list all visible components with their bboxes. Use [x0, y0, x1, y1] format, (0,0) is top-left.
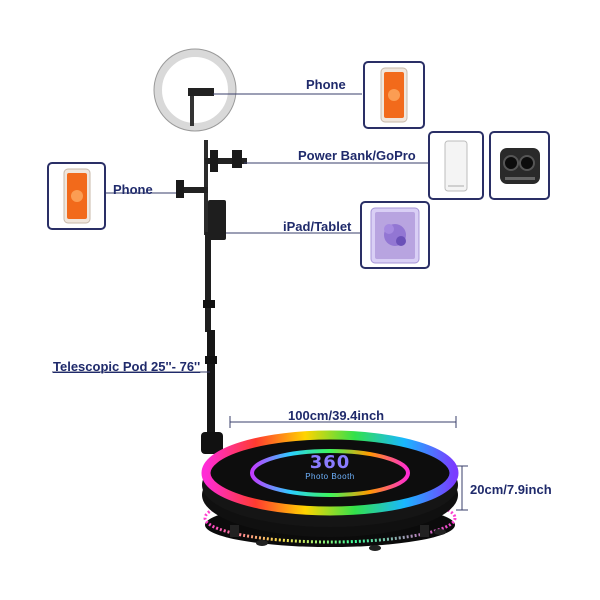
telescopic-pod-label: Telescopic Pod 25''- 76''	[53, 359, 201, 374]
phone-label-left: Phone	[113, 182, 153, 197]
power-bank-box	[428, 131, 484, 200]
phone-label-top: Phone	[306, 77, 346, 92]
gopro-box	[489, 131, 550, 200]
power-bank-gopro-label: Power Bank/GoPro	[298, 148, 416, 163]
ring-light	[153, 48, 237, 132]
ipad-tablet-label: iPad/Tablet	[283, 219, 352, 234]
logo-number: 360	[309, 452, 351, 473]
logo-caption: Photo Booth	[305, 472, 355, 481]
phone-icon-left	[63, 168, 91, 224]
phone-box-top	[363, 61, 425, 129]
diameter-label: 100cm/39.4inch	[288, 408, 385, 423]
mount-arms	[176, 150, 247, 240]
platform	[201, 430, 459, 551]
tablet-box	[360, 201, 430, 269]
phone-icon	[380, 67, 408, 123]
power-bank-icon	[444, 140, 468, 192]
tablet-icon	[370, 207, 420, 264]
height-label: 20cm/7.9inch	[470, 482, 552, 497]
gopro-camera-icon	[500, 148, 540, 184]
phone-box-left	[47, 162, 106, 230]
platform-logo: 360 Photo Booth	[288, 452, 372, 482]
